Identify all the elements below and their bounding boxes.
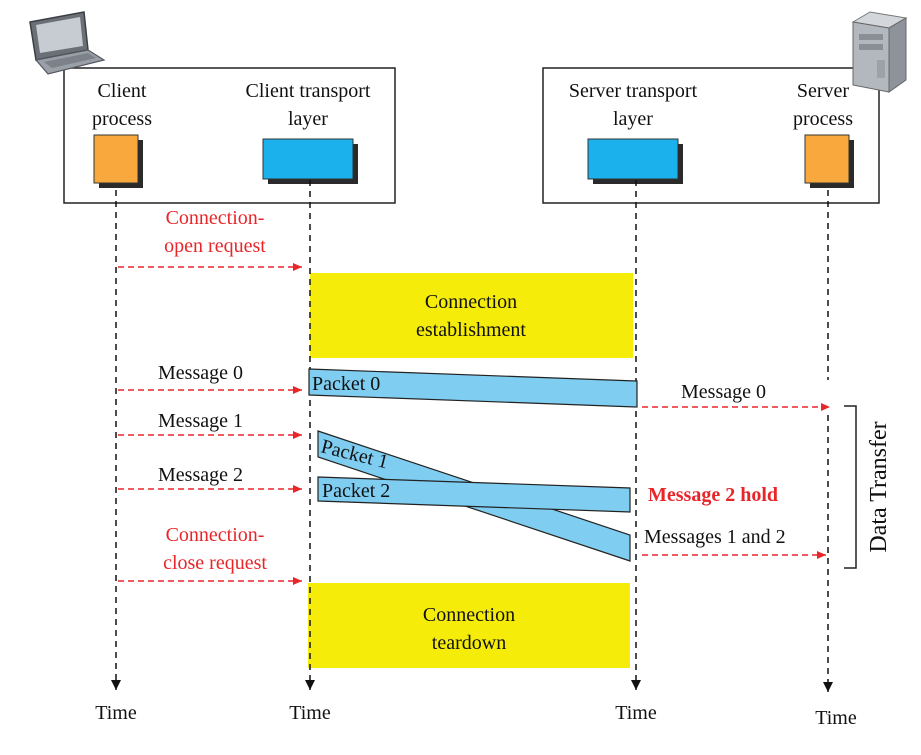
server-transport-label: Server transport: [569, 80, 698, 102]
packet-2-label: Packet 2: [322, 480, 390, 502]
client-process-label-2: process: [92, 108, 152, 130]
time-label-client-process: Time: [95, 702, 137, 724]
client-transport-label-2: layer: [288, 108, 328, 130]
teardown-label-2: teardown: [432, 632, 506, 654]
server-process-label: Server: [797, 80, 850, 102]
open-request-label-2: open request: [164, 235, 266, 257]
laptop-icon: [29, 11, 106, 75]
client-process-box: [93, 134, 139, 184]
server-tower-icon: [851, 11, 908, 93]
open-request-label: Connection-: [166, 207, 265, 229]
packet-0: Packet 0: [308, 368, 638, 408]
packet-0-label: Packet 0: [312, 373, 380, 395]
establishment-label-2: establishment: [416, 319, 526, 341]
server-message-0-label: Message 0: [681, 381, 766, 403]
establishment-label: Connection: [425, 291, 517, 313]
data-transfer-bracket: [844, 405, 857, 569]
message-2-hold-label: Message 2 hold: [648, 484, 778, 506]
client-message-2-label: Message 2: [158, 464, 243, 486]
server-messages-1-2-label: Messages 1 and 2: [644, 526, 786, 548]
close-request-label: Connection-: [166, 524, 265, 546]
server-process-label-2: process: [793, 108, 853, 130]
server-transport-label-2: layer: [613, 108, 653, 130]
client-process-label: Client: [98, 80, 147, 102]
server-process-box: [804, 134, 850, 184]
time-label-server-transport: Time: [615, 702, 657, 724]
data-transfer-label: Data Transfer: [866, 421, 892, 552]
teardown-label: Connection: [423, 604, 515, 626]
connection-teardown-box: [308, 583, 630, 668]
client-transport-box: [262, 138, 354, 180]
packet-2: Packet 2: [317, 476, 631, 513]
close-request-label-2: close request: [163, 552, 267, 574]
time-label-client-transport: Time: [289, 702, 331, 724]
time-label-server-process: Time: [815, 707, 857, 729]
connection-establishment-box: [310, 273, 633, 358]
server-transport-box: [587, 138, 679, 180]
client-message-1-label: Message 1: [158, 410, 243, 432]
client-transport-label: Client transport: [246, 80, 371, 102]
client-message-0-label: Message 0: [158, 362, 243, 384]
